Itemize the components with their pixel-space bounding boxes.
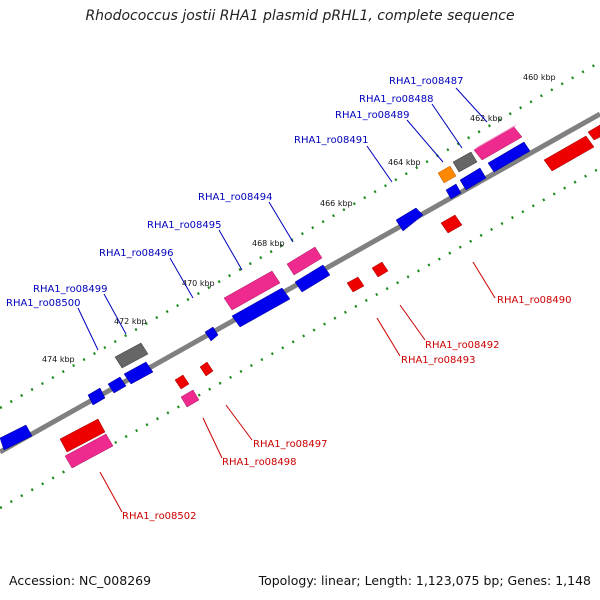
map-title: Rhodococcus jostii RHA1 plasmid pRHL1, c… — [85, 8, 515, 24]
gene-label-ro08495[interactable]: RHA1_ro08495 — [147, 220, 222, 231]
gene-block-blue[interactable] — [204, 326, 219, 342]
gene-block-gray[interactable] — [452, 151, 478, 173]
gene-block-blue[interactable] — [445, 183, 462, 200]
gene-label-ro08496[interactable]: RHA1_ro08496 — [99, 248, 174, 259]
gene-label-ro08494[interactable]: RHA1_ro08494 — [198, 192, 273, 203]
gene-block-blue[interactable] — [487, 141, 531, 173]
gene-block-orange[interactable] — [437, 165, 457, 184]
gene-block-blue[interactable] — [123, 361, 154, 385]
kbp-label-460: 460 kbp — [523, 73, 556, 82]
sequence-stats-text: Topology: linear; Length: 1,123,075 bp; … — [258, 573, 591, 588]
leader-ro08487 — [455, 87, 488, 123]
leader-ro08502 — [99, 471, 123, 513]
gene-block-pink[interactable] — [180, 389, 200, 408]
gene-label-ro08487[interactable]: RHA1_ro08487 — [389, 76, 464, 87]
gene-label-ro08489[interactable]: RHA1_ro08489 — [335, 110, 410, 121]
leader-ro08500 — [77, 307, 99, 351]
leader-ro08488 — [431, 103, 463, 149]
gene-label-ro08500[interactable]: RHA1_ro08500 — [6, 298, 81, 309]
kbp-label-468: 468 kbp — [252, 239, 285, 248]
leader-ro08492 — [399, 304, 426, 341]
gene-block-gray[interactable] — [114, 342, 149, 369]
leader-ro08490 — [472, 261, 496, 299]
gene-block-pink[interactable] — [64, 433, 114, 469]
leader-ro08494 — [268, 201, 294, 243]
leader-ro08496 — [169, 257, 194, 299]
gene-label-ro08492[interactable]: RHA1_ro08492 — [425, 340, 500, 351]
gene-block-pink[interactable] — [286, 246, 323, 276]
gene-label-ro08499[interactable]: RHA1_ro08499 — [33, 284, 108, 295]
leader-ro08491 — [366, 145, 393, 183]
forward-tick-track — [0, 60, 600, 410]
reverse-genes — [59, 124, 600, 469]
gene-block-blue[interactable] — [87, 387, 106, 406]
gene-block-blue[interactable] — [231, 287, 291, 328]
leader-ro08495 — [218, 229, 243, 271]
gene-block-red[interactable] — [543, 135, 595, 172]
gene-label-ro08488[interactable]: RHA1_ro08488 — [359, 94, 434, 105]
gene-block-red[interactable] — [371, 261, 389, 278]
gene-label-ro08491[interactable]: RHA1_ro08491 — [294, 135, 369, 146]
gene-block-blue[interactable] — [107, 376, 127, 394]
gene-block-red[interactable] — [440, 214, 463, 234]
gene-label-ro08493[interactable]: RHA1_ro08493 — [401, 355, 476, 366]
forward-genes — [0, 124, 531, 451]
gene-block-red[interactable] — [199, 361, 214, 377]
gene-block-blue[interactable] — [395, 207, 424, 232]
kbp-label-466: 466 kbp — [320, 199, 353, 208]
leader-ro08499 — [103, 293, 127, 335]
gene-block-red[interactable] — [587, 124, 600, 141]
kbp-label-464: 464 kbp — [388, 158, 421, 167]
gene-block-blue[interactable] — [459, 167, 487, 191]
gene-block-pink[interactable] — [223, 270, 281, 311]
gene-block-pink[interactable] — [474, 124, 517, 150]
kbp-label-470: 470 kbp — [182, 279, 215, 288]
leader-ro08498 — [202, 417, 223, 459]
leader-ro08493 — [376, 317, 401, 357]
gene-block-blue[interactable] — [294, 264, 331, 293]
gene-label-ro08498[interactable]: RHA1_ro08498 — [222, 457, 297, 468]
kbp-label-474: 474 kbp — [42, 355, 75, 364]
kbp-label-462: 462 kbp — [470, 114, 503, 123]
leader-ro08497 — [225, 404, 253, 441]
leader-ro08489 — [406, 119, 444, 163]
kbp-label-472: 472 kbp — [114, 317, 147, 326]
gene-label-ro08497[interactable]: RHA1_ro08497 — [253, 439, 328, 450]
gene-label-ro08502[interactable]: RHA1_ro08502 — [122, 511, 197, 522]
gene-block-red[interactable] — [174, 374, 190, 390]
gene-label-ro08490[interactable]: RHA1_ro08490 — [497, 295, 572, 306]
gene-block-red[interactable] — [346, 276, 365, 293]
gene-block-blue[interactable] — [0, 424, 33, 451]
accession-text: Accession: NC_008269 — [9, 573, 152, 588]
gene-block-red[interactable] — [59, 418, 106, 453]
